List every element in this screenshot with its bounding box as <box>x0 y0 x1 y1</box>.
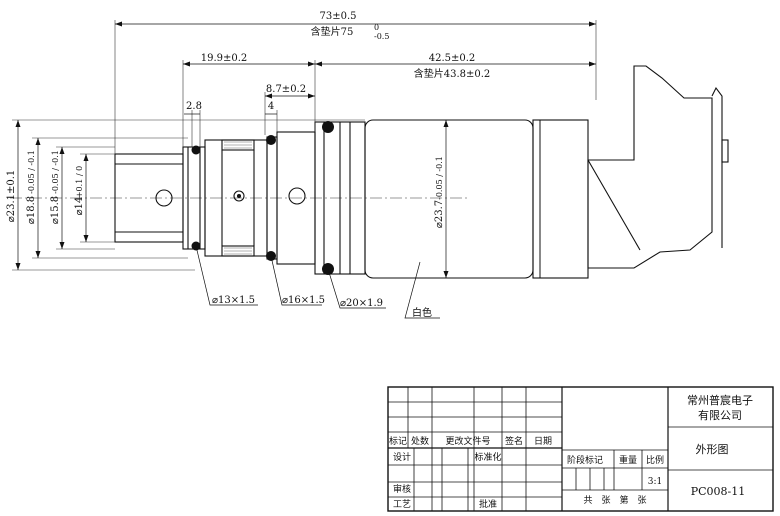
dim-42-5: 42.5±0.2 <box>429 53 476 64</box>
dim-8-7: 8.7±0.2 <box>266 84 306 95</box>
tb-label-design: 设计 <box>393 451 411 463</box>
dimension-lines <box>17 23 596 278</box>
dim-overall-note-tol-upper: 0 <box>374 23 379 32</box>
tb-scale: 3:1 <box>648 477 662 487</box>
dim-dia-14: ⌀14 <box>74 197 85 216</box>
title-block <box>387 386 774 512</box>
tb-label-approve: 批准 <box>479 498 497 510</box>
dim-overall: 73±0.5 <box>319 11 356 22</box>
main-body <box>364 119 534 279</box>
callout-oring-2: ⌀16×1.5 <box>282 295 325 306</box>
tb-company-line2: 有限公司 <box>698 408 742 422</box>
dim-dia-23-7-tol: -0.05 / -0.1 <box>435 156 444 200</box>
callout-oring-3: ⌀20×1.9 <box>340 298 383 309</box>
dim-dia-23-7: ⌀23.7 <box>434 200 445 228</box>
tb-label-count: 处数 <box>411 435 429 447</box>
tb-label-stage-mark: 阶段标记 <box>567 454 603 466</box>
filter-mesh-pattern <box>224 141 252 255</box>
callout-color-note: 白色 <box>412 306 432 319</box>
tb-label-ratio: 比例 <box>646 454 664 466</box>
tb-label-process: 工艺 <box>393 499 411 510</box>
tb-label-signature: 签名 <box>505 435 523 447</box>
dim-42-5-note: 含垫片43.8±0.2 <box>414 67 491 80</box>
extension-lines <box>12 20 597 271</box>
dim-dia-23-1: ⌀23.1±0.1 <box>6 170 17 223</box>
tb-label-change-doc: 更改文件号 <box>445 435 490 447</box>
callout-oring-1: ⌀13×1.5 <box>212 295 255 306</box>
tb-label-sheets: 共 张 第 张 <box>583 494 646 506</box>
tb-label-weight: 重量 <box>619 454 637 466</box>
dim-2-8: 2.8 <box>186 101 202 112</box>
dimension-arrows <box>15 21 596 278</box>
end-cap <box>532 119 589 279</box>
tb-label-date: 日期 <box>534 436 552 447</box>
tb-label-check: 审核 <box>393 483 411 495</box>
dim-4: 4 <box>268 101 274 112</box>
inlet-tube <box>114 153 184 243</box>
tb-company-line1: 常州普宸电子 <box>687 393 753 407</box>
oring-3-top <box>322 121 334 133</box>
dim-dia-18-8-tol: -0.05 / -0.1 <box>27 150 36 194</box>
dim-overall-note: 含垫片75 <box>311 25 354 38</box>
leader-lines <box>195 245 440 319</box>
oring-2-top <box>266 135 276 145</box>
dim-dia-14-tol: +0.1 / 0 <box>75 166 84 198</box>
tb-part-number: PC008-11 <box>691 485 746 498</box>
dim-overall-note-tol-lower: -0.5 <box>374 32 389 41</box>
tb-drawing-title: 外形图 <box>696 443 729 456</box>
tb-label-standardize: 标准化 <box>474 451 501 463</box>
dim-dia-15-8-tol: -0.05 / -0.1 <box>51 150 60 194</box>
dim-dia-15-8: ⌀15.8 <box>50 196 61 224</box>
dim-19-9: 19.9±0.2 <box>201 53 248 64</box>
dim-dia-18-8: ⌀18.8 <box>26 196 37 224</box>
connector <box>587 65 729 269</box>
oring-1-top <box>191 145 201 155</box>
tb-label-mark: 标记 <box>389 435 407 447</box>
